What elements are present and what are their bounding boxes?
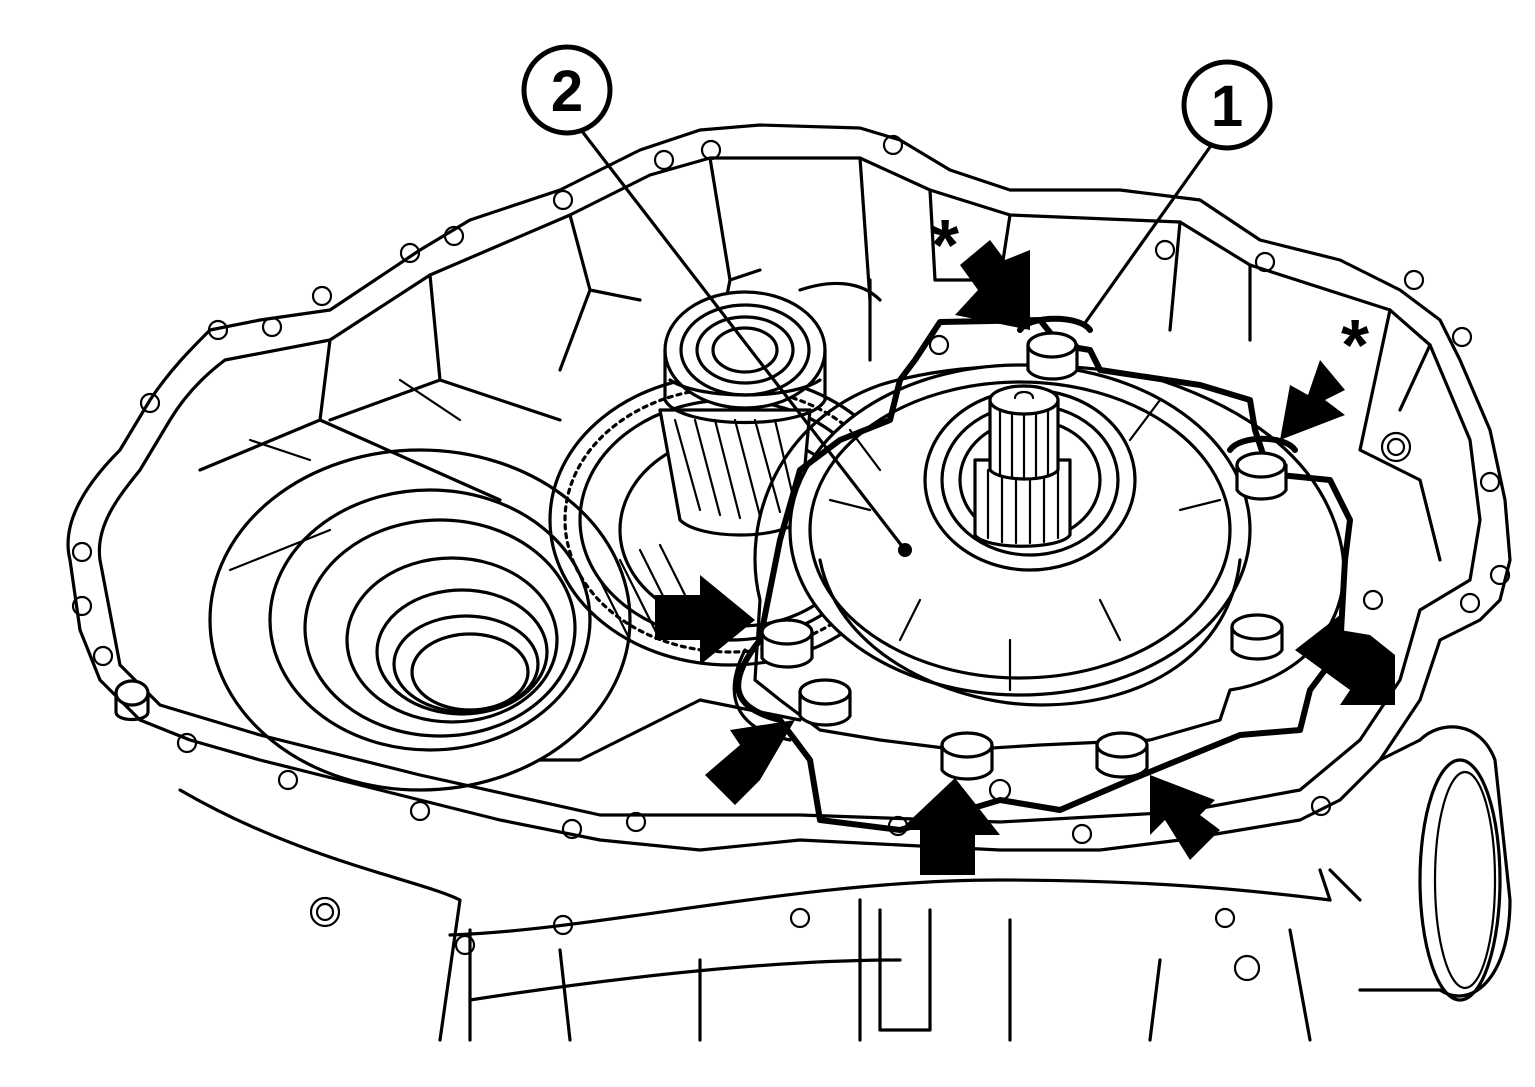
star-mark-upper-left: * xyxy=(931,206,959,286)
arrow-left-lower xyxy=(705,720,795,805)
arrows xyxy=(655,240,1395,875)
bolt-starred-right xyxy=(1227,435,1298,501)
bolt-bottom-center xyxy=(940,731,994,781)
bolt-right xyxy=(1230,613,1284,661)
callout-label-2: 2 xyxy=(551,59,583,124)
lower-housing xyxy=(178,788,1362,1042)
bolt-left-upper xyxy=(760,618,814,669)
arrow-starred-left xyxy=(955,240,1030,330)
case-webs xyxy=(198,156,1442,762)
arrow-starred-right xyxy=(1280,360,1345,440)
output-stub xyxy=(1358,725,1512,1002)
leader-lines xyxy=(576,124,1217,552)
arrow-bottom-right xyxy=(1150,775,1220,860)
callout-1: 1 xyxy=(1181,59,1273,151)
case-flange xyxy=(66,123,1512,852)
differential-bore xyxy=(208,448,632,792)
leader-line-1 xyxy=(1083,138,1217,325)
bolts xyxy=(760,315,1298,802)
pump-cover xyxy=(753,363,1346,752)
bolt-bottom-right xyxy=(1095,731,1149,779)
arrow-bottom-center xyxy=(900,778,1000,875)
callout-2: 2 xyxy=(521,44,613,136)
arrow-left-upper xyxy=(655,575,755,665)
leader-line-2 xyxy=(576,124,907,552)
bolt-left-lower xyxy=(798,678,852,727)
star-mark-upper-right: * xyxy=(1341,306,1369,386)
star-marks: * * xyxy=(931,206,1369,386)
callout-label-1: 1 xyxy=(1211,74,1243,139)
arrow-right xyxy=(1295,615,1395,705)
